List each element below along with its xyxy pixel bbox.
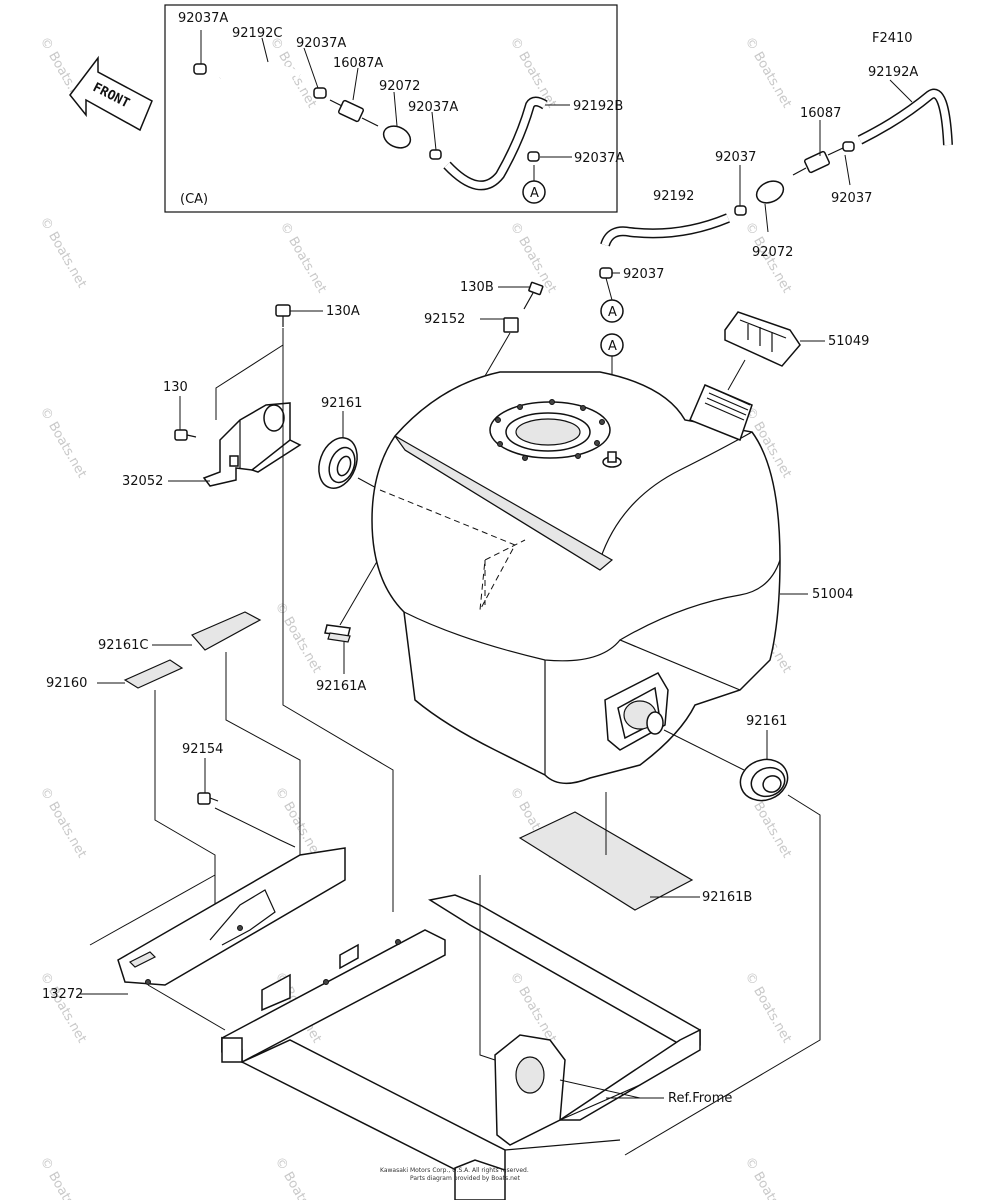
fuel-tank-icon	[371, 371, 781, 784]
connector-letter: A	[608, 305, 617, 320]
clamp-icon	[599, 267, 613, 279]
copyright-line: Parts diagram provided by Boats.net	[410, 1175, 521, 1182]
vent-hose-assembly: A A	[599, 79, 953, 455]
part-label-92161: 92161	[746, 714, 787, 729]
connector-letter: A	[530, 186, 539, 201]
part-label-92072: 92072	[379, 79, 420, 94]
watermark: © Boats.net	[37, 785, 90, 861]
part-label-92037A: 92037A	[178, 11, 228, 26]
watermark: © Boats.net	[37, 215, 90, 291]
grommet-icon	[739, 758, 789, 802]
part-label-92161A: 92161A	[316, 679, 366, 694]
diagram-code: F2410	[872, 31, 913, 46]
part-label-92037: 92037	[831, 191, 872, 206]
mounting-bracket-icon	[202, 402, 302, 487]
part-label-92161: 92161	[321, 396, 362, 411]
grommet-icon	[503, 317, 519, 333]
clamp-icon	[429, 149, 442, 160]
part-label-32052: 32052	[122, 474, 163, 489]
clamp-icon	[734, 205, 747, 216]
watermark: © Boats.net	[37, 405, 90, 481]
damper-icon	[324, 624, 351, 643]
filler-cap-icon	[724, 311, 801, 367]
watermark: © Boats.net	[742, 970, 795, 1046]
watermark: © Boats.net	[742, 1155, 795, 1200]
watermark: © Boats.net	[37, 1155, 90, 1200]
watermark: © Boats.net	[37, 970, 90, 1046]
watermark: © Boats.net	[272, 785, 325, 861]
part-label-130: 130	[163, 380, 188, 395]
part-label-51004: 51004	[812, 587, 853, 602]
part-label-16087A: 16087A	[333, 56, 383, 71]
part-label-92037A: 92037A	[408, 100, 458, 115]
clamp-icon	[313, 87, 327, 99]
bolt-icon	[197, 792, 219, 805]
part-label-92037: 92037	[715, 150, 756, 165]
part-label-16087: 16087	[800, 106, 841, 121]
bolt-icon	[523, 281, 544, 310]
part-label-92037A: 92037A	[574, 151, 624, 166]
ref-frame-label: Ref.Frome	[668, 1091, 732, 1106]
pad-icon	[191, 611, 262, 651]
part-label-92037A: 92037A	[296, 36, 346, 51]
part-label-51049: 51049	[828, 334, 869, 349]
part-label-130A: 130A	[326, 304, 360, 319]
watermark: © Boats.net	[272, 600, 325, 676]
clamp-icon	[193, 63, 207, 75]
part-label-92192A: 92192A	[868, 65, 918, 80]
watermark: © Boats.net	[272, 1155, 325, 1200]
bolt-icon	[174, 429, 197, 441]
connector-letter: A	[608, 339, 617, 354]
part-label-92161C: 92161C	[98, 638, 148, 653]
part-label-92154: 92154	[182, 742, 223, 757]
collar-icon	[382, 125, 412, 149]
watermark: © Boats.net	[507, 970, 560, 1046]
bottom-bracket-icon	[89, 847, 346, 986]
part-label-92192: 92192	[653, 189, 694, 204]
watermark: © Boats.net	[742, 35, 795, 111]
part-label-92192B: 92192B	[573, 99, 623, 114]
watermark: © Boats.net	[277, 220, 330, 296]
front-arrow-icon: FRONT	[69, 55, 153, 132]
copyright-line: Kawasaki Motors Corp., U.S.A. All rights…	[380, 1167, 529, 1174]
clamp-icon	[842, 141, 855, 152]
grommet-icon	[318, 437, 358, 489]
part-label-92037: 92037	[623, 267, 664, 282]
frame-icon	[221, 894, 701, 1200]
fuel-filter-icon	[329, 99, 379, 127]
part-label-92152: 92152	[424, 312, 465, 327]
ca-inset-box: (CA) A	[164, 4, 618, 213]
clamp-icon	[527, 151, 540, 162]
part-label-92160: 92160	[46, 676, 87, 691]
part-label-92192C: 92192C	[232, 26, 282, 41]
part-label-130B: 130B	[460, 280, 494, 295]
pad-icon	[123, 659, 184, 689]
part-label-92072: 92072	[752, 245, 793, 260]
collar-icon	[755, 180, 785, 204]
part-label-92161B: 92161B	[702, 890, 752, 905]
inset-label: (CA)	[180, 192, 208, 207]
bolt-icon	[275, 304, 291, 327]
part-label-13272: 13272	[42, 987, 83, 1002]
fuel-filter-icon	[792, 147, 844, 176]
pad-icon	[518, 811, 694, 911]
